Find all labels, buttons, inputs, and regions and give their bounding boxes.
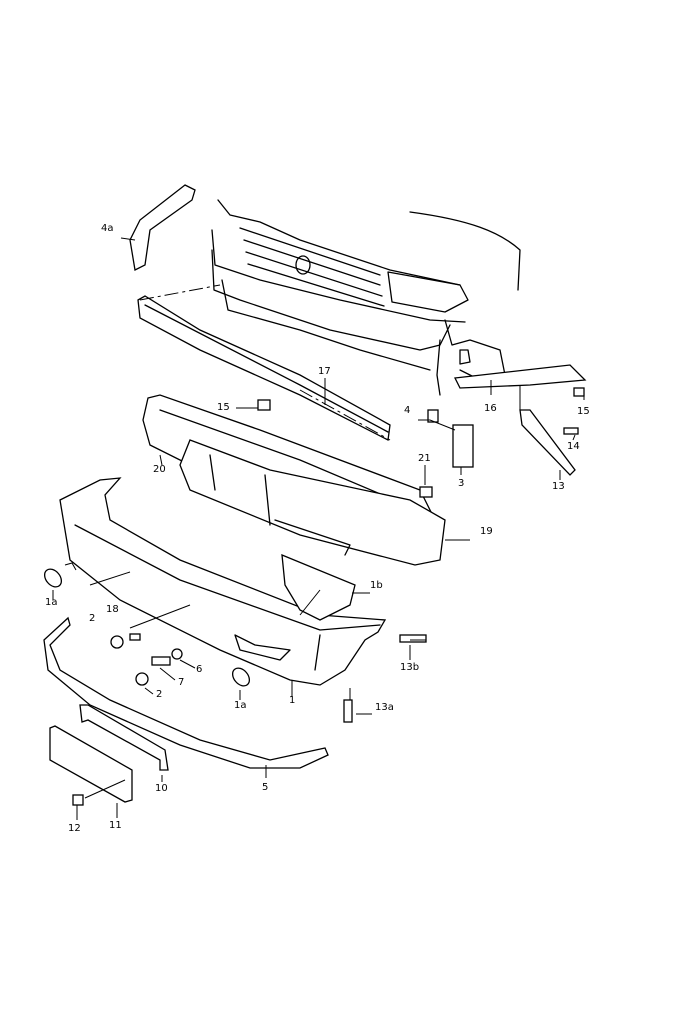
callout-1: 1 <box>289 695 295 706</box>
part-5-spoiler <box>43 616 329 769</box>
callout-2: 2 <box>89 613 95 624</box>
callout-15: 15 <box>577 406 590 417</box>
callout-4a: 4a <box>101 223 114 234</box>
callout-20: 20 <box>153 464 166 475</box>
callout-5: 5 <box>262 782 268 793</box>
callout-6: 6 <box>196 664 202 675</box>
callout-4: 4 <box>404 405 410 416</box>
callout-18: 18 <box>106 604 119 615</box>
part-17-carrier <box>137 284 391 441</box>
part-1b-grille <box>281 553 356 621</box>
callout-10: 10 <box>155 783 168 794</box>
callout-14: 14 <box>567 441 580 452</box>
callout-2: 2 <box>156 689 162 700</box>
callout-13b: 13b <box>400 662 419 673</box>
part-19-carrier <box>179 439 446 566</box>
small-parts <box>43 364 587 806</box>
callout-7: 7 <box>178 677 184 688</box>
part-1-bumper-cover <box>59 477 387 686</box>
callout-1b: 1b <box>370 580 383 591</box>
callout-3: 3 <box>458 478 464 489</box>
callout-13a: 13a <box>375 702 394 713</box>
leader-lines <box>52 237 585 820</box>
callout-15: 15 <box>217 402 230 413</box>
callout-12: 12 <box>68 823 81 834</box>
part-10-11-plate-holder <box>49 704 169 803</box>
callout-17: 17 <box>318 366 331 377</box>
callout-11: 11 <box>109 820 122 831</box>
callout-21: 21 <box>418 453 431 464</box>
callout-1a: 1a <box>45 597 58 608</box>
car-front-grille <box>211 199 521 396</box>
callout-1a: 1a <box>234 700 247 711</box>
callout-16: 16 <box>484 403 497 414</box>
callout-13: 13 <box>552 481 565 492</box>
part-4a-bracket <box>129 184 196 271</box>
callout-19: 19 <box>480 526 493 537</box>
